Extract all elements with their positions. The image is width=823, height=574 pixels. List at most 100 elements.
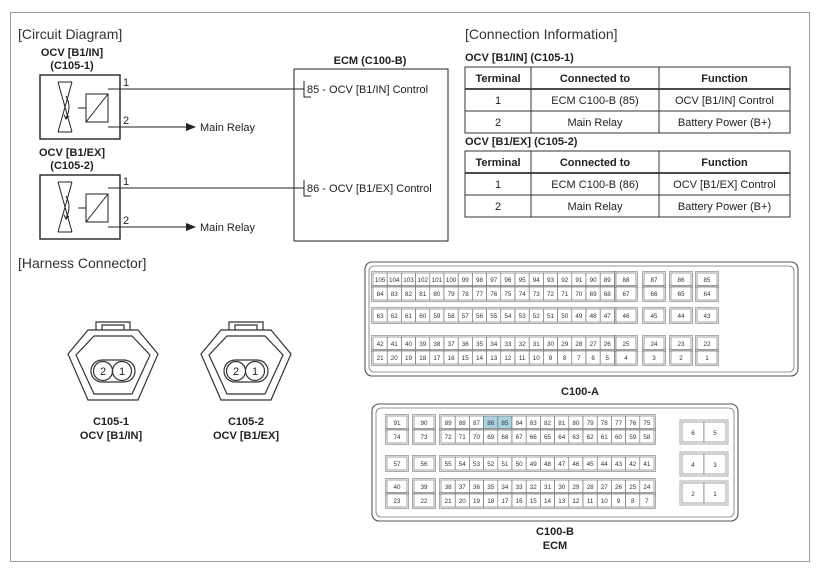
pin-number: 3 — [713, 462, 717, 469]
c100-a-label: C100-A — [561, 386, 599, 398]
pin-number: 79 — [587, 420, 595, 427]
pin-cell — [413, 456, 435, 471]
pin-number: 83 — [391, 291, 399, 298]
pin-number: 8 — [631, 498, 635, 505]
pin-number: 56 — [476, 313, 484, 320]
pin-number: 9 — [617, 498, 621, 505]
arrow-ocv1-main-relay — [186, 123, 196, 131]
section-connection-title: [Connection Information] — [465, 26, 618, 42]
pin-number: 62 — [587, 434, 595, 441]
pin-number: 46 — [622, 313, 630, 320]
pin-number: 16 — [448, 355, 456, 362]
pin-number: 29 — [561, 341, 569, 348]
pin-cell — [643, 272, 665, 287]
pin-group-frame — [642, 307, 666, 324]
pin-number: 35 — [487, 484, 495, 491]
pin-number: 70 — [575, 291, 583, 298]
pin-group-frame — [669, 349, 693, 366]
pin-number: 55 — [490, 313, 498, 320]
pin-number: 41 — [643, 461, 651, 468]
pin-group-frame — [439, 492, 656, 509]
pin-number: 77 — [615, 420, 623, 427]
table-header-cell: Terminal — [475, 73, 520, 85]
pin-number: 81 — [558, 420, 566, 427]
connection-table-1-title: OCV [B1/IN] (C105-1) — [465, 52, 574, 64]
pin-number: 3 — [652, 355, 656, 362]
pin-number: 75 — [643, 420, 651, 427]
ocv2-symbol — [39, 174, 121, 240]
pin-number: 65 — [677, 291, 685, 298]
pin-cell — [615, 308, 637, 323]
c105-2-name: OCV [B1/EX] — [213, 430, 279, 442]
pin-number: 20 — [391, 355, 399, 362]
pin-cell — [639, 415, 655, 430]
pin-number: 7 — [645, 498, 649, 505]
pin-number: 13 — [558, 498, 566, 505]
pin-cell — [696, 272, 718, 287]
pin-number: 90 — [420, 420, 428, 427]
ecm-pin85-bracket — [303, 81, 311, 98]
pin-number: 90 — [590, 277, 598, 284]
pin-number: 40 — [405, 341, 413, 348]
pin-number: 71 — [459, 434, 467, 441]
pin-number: 74 — [393, 434, 401, 441]
pin-number: 58 — [643, 434, 651, 441]
pin-number: 103 — [403, 277, 414, 284]
pin-group-frame — [439, 428, 656, 445]
pin-number: 36 — [473, 484, 481, 491]
pin-number: 80 — [433, 291, 441, 298]
pin-number: 33 — [516, 484, 524, 491]
c105-2-pin-b: 1 — [252, 366, 258, 378]
pin-number: 64 — [558, 434, 566, 441]
pin-cell — [386, 456, 408, 471]
pin-number: 65 — [544, 434, 552, 441]
pin-number: 88 — [459, 420, 467, 427]
pin-group-frame — [679, 480, 729, 506]
connection-table-2-border — [464, 150, 791, 218]
pin-number: 6 — [691, 430, 695, 437]
pin-number: 21 — [445, 498, 453, 505]
pin-number: 79 — [448, 291, 456, 298]
pin-number: 37 — [448, 341, 456, 348]
pin-number: 15 — [530, 498, 538, 505]
pin-number: 39 — [419, 341, 427, 348]
pin-number: 4 — [691, 462, 695, 469]
ecm-pin86-label: 86 - OCV [B1/EX] Control — [307, 183, 432, 195]
pin-number: 43 — [615, 461, 623, 468]
pin-number: 86 — [677, 277, 685, 284]
pin-group-frame — [385, 492, 409, 509]
c105-1-pin-b: 1 — [119, 366, 125, 378]
pin-number: 18 — [419, 355, 427, 362]
pin-number: 42 — [377, 341, 385, 348]
pin-number: 42 — [629, 461, 637, 468]
pin-number: 25 — [629, 484, 637, 491]
pin-number: 54 — [459, 461, 467, 468]
pin-group-frame — [679, 419, 729, 445]
pin-cell — [639, 456, 655, 471]
pin-number: 20 — [459, 498, 467, 505]
pin-number: 19 — [405, 355, 413, 362]
pin-group-frame — [642, 349, 666, 366]
pin-number: 7 — [577, 355, 581, 362]
pin-number: 9 — [549, 355, 553, 362]
pin-group-frame — [695, 285, 719, 302]
pin-number: 28 — [575, 341, 583, 348]
ocv1-code: (C105-1) — [50, 60, 94, 72]
pin-group-frame — [669, 285, 693, 302]
pin-cell — [643, 336, 665, 351]
pin-cell — [703, 482, 727, 504]
pin-number: 44 — [601, 461, 609, 468]
pin-number: 12 — [572, 498, 580, 505]
pin-number: 96 — [504, 277, 512, 284]
connector-c105-1 — [67, 321, 159, 401]
pin-group-frame — [669, 307, 693, 324]
pin-number: 66 — [650, 291, 658, 298]
pin-number: 33 — [504, 341, 512, 348]
pin-number: 99 — [462, 277, 470, 284]
pin-number: 63 — [572, 434, 580, 441]
pin-number: 69 — [590, 291, 598, 298]
pin-number: 58 — [448, 313, 456, 320]
pin-number: 61 — [405, 313, 413, 320]
pin-number: 17 — [501, 498, 509, 505]
